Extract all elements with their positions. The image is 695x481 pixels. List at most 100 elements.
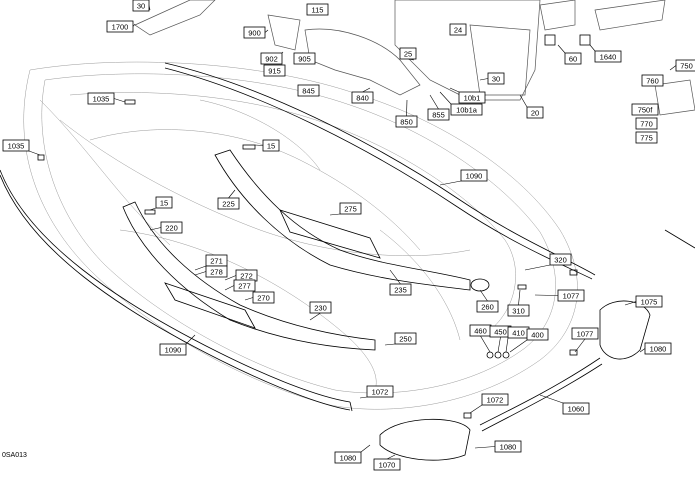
leader-line <box>224 285 235 291</box>
leader-line <box>28 150 41 156</box>
leader-line <box>474 446 496 449</box>
leader-line <box>449 87 460 93</box>
callout-label: 10b1a <box>456 105 478 114</box>
callout-box <box>494 440 522 453</box>
callout-box <box>571 327 599 340</box>
leader-line <box>194 271 207 276</box>
storage-bin <box>304 0 541 101</box>
callout-box <box>205 265 228 278</box>
callout-box <box>217 197 240 210</box>
callout-box <box>594 50 622 63</box>
callout-box <box>635 295 663 308</box>
footrest-mat-left <box>122 201 376 351</box>
callout-box <box>297 84 320 97</box>
callout-label: 1700 <box>112 22 129 31</box>
leader-line <box>539 394 564 404</box>
leader-line <box>469 404 483 414</box>
callout-label: 905 <box>298 54 311 63</box>
leader-line <box>589 44 596 52</box>
callout-label: 855 <box>432 110 445 119</box>
callout-label: 20 <box>531 108 539 117</box>
callout-label: 902 <box>265 54 278 63</box>
callout-box <box>306 3 329 16</box>
leader-line <box>149 227 162 231</box>
callout-box <box>635 131 658 144</box>
callout-box <box>293 52 316 65</box>
leader-line <box>360 444 371 453</box>
callout-box <box>399 47 417 60</box>
leader-line <box>524 264 551 271</box>
edge-rail-right <box>664 229 695 249</box>
callout-label: 270 <box>257 293 270 302</box>
leader-line <box>384 343 396 346</box>
callout-label: 1077 <box>577 329 594 338</box>
callout-box <box>507 304 530 317</box>
callout-label: 320 <box>554 255 567 264</box>
leader-line <box>518 289 521 306</box>
callout-label: 1070 <box>379 460 396 469</box>
footrest-mat-right <box>214 149 471 291</box>
callout-label: 450 <box>494 327 507 336</box>
callout-box <box>309 301 332 314</box>
callout-label: 230 <box>314 303 327 312</box>
leader-line <box>329 213 341 216</box>
callout-box <box>549 253 572 266</box>
callout-label: 1640 <box>600 52 617 61</box>
leader-line <box>386 454 396 460</box>
callout-box <box>339 202 362 215</box>
callout-label: 15 <box>267 141 275 150</box>
callout-box <box>564 52 582 65</box>
callout-label: 1072 <box>487 395 504 404</box>
leader-line <box>254 144 264 146</box>
callout-label: 410 <box>512 328 525 337</box>
leader-line <box>309 312 321 321</box>
callout-box <box>557 289 585 302</box>
leader-line <box>439 91 452 105</box>
callout-box <box>106 20 134 33</box>
callout-box <box>132 0 150 12</box>
callout-label: 310 <box>512 306 525 315</box>
leader-line <box>439 180 462 186</box>
callout-label: 1072 <box>372 387 389 396</box>
leader-line <box>359 396 368 399</box>
callout-box <box>243 26 266 39</box>
leader-line <box>479 289 488 302</box>
callout-box <box>160 221 183 234</box>
callout-label: 10b1 <box>464 93 481 102</box>
callout-box <box>394 332 417 345</box>
callout-box <box>631 103 659 116</box>
callout-label: 1080 <box>340 453 357 462</box>
leader-line <box>519 94 528 108</box>
leader-line <box>113 98 126 103</box>
callout-label: 15 <box>160 198 168 207</box>
callout-label: 225 <box>222 199 235 208</box>
callout-box <box>2 139 30 152</box>
leader-line <box>362 87 371 93</box>
callout-label: 235 <box>394 285 407 294</box>
stern-cover-right <box>599 300 651 360</box>
callout-label: 60 <box>569 54 577 63</box>
callout-label: 260 <box>481 302 494 311</box>
leader-line <box>228 189 236 199</box>
callout-label: 750 <box>680 61 693 70</box>
callout-box <box>155 196 173 209</box>
leader-line <box>406 99 408 117</box>
callout-box <box>450 103 483 116</box>
callout-label: 1035 <box>93 94 110 103</box>
callout-label: 275 <box>344 204 357 213</box>
callout-box <box>635 117 658 130</box>
callout-label: 850 <box>400 117 413 126</box>
callout-label: 220 <box>165 223 178 232</box>
callout-label: 760 <box>646 76 659 85</box>
callout-label: 25 <box>404 49 412 58</box>
hull-deck-sketch <box>23 61 578 410</box>
leader-line <box>669 65 677 71</box>
leader-line <box>244 297 254 301</box>
callout-box <box>460 169 488 182</box>
bracket-900 <box>267 14 301 51</box>
callout-label: 1090 <box>165 345 182 354</box>
leader-line <box>497 336 501 353</box>
leader-line <box>224 275 237 281</box>
callout-label: 750f <box>638 105 654 114</box>
